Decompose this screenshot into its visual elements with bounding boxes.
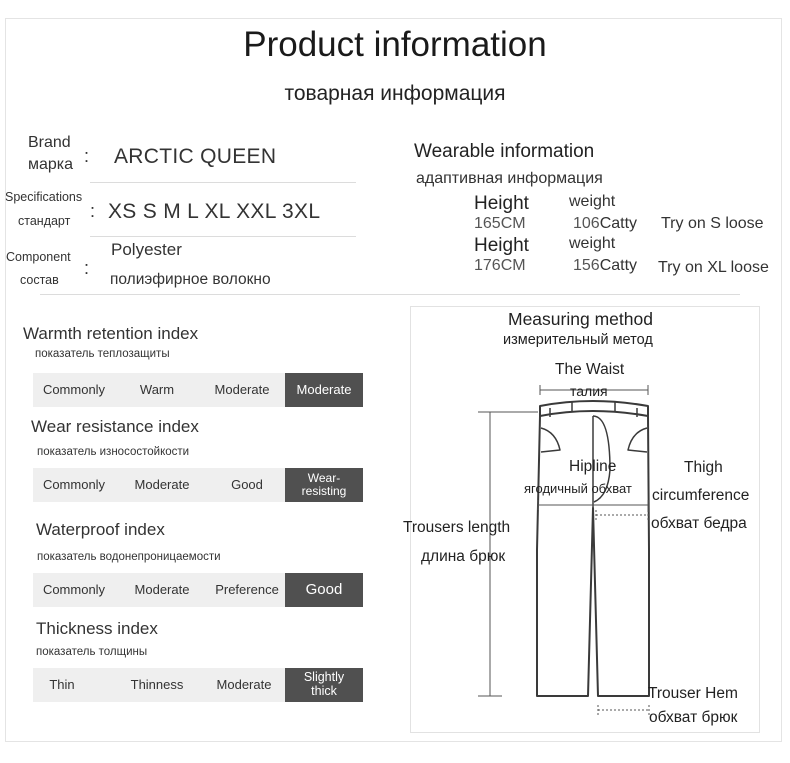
page-frame [5, 18, 782, 742]
scale-option: Thinness [130, 676, 184, 692]
index-title: Wear resistance index [31, 417, 199, 436]
scale-option: Good [231, 476, 263, 492]
index-title-ru: показатель теплозащиты [35, 348, 170, 360]
spec-value: XS S M L XL XXL 3XL [108, 200, 321, 223]
wearable-title-ru: адаптивная информация [416, 170, 603, 187]
index-title: Warmth retention index [23, 324, 199, 343]
comp-value-ru: полиэфирное волокно [110, 271, 271, 288]
warmth-scale: Commonly Warm Moderate Moderate [33, 373, 363, 407]
scale-option: Moderate [134, 581, 190, 597]
fit-note: Try on XL loose [658, 259, 769, 276]
measuring-title-ru: измерительный метод [503, 332, 653, 348]
trousers-diagram [478, 385, 650, 715]
length-label-ru: длина брюк [421, 548, 506, 565]
page-title: Product information [243, 25, 547, 64]
index-title-ru: показатель водонепроницаемости [37, 551, 221, 563]
brand-label-ru: марка [28, 156, 74, 173]
page-subtitle: товарная информация [284, 82, 506, 105]
comp-value: Polyester [111, 240, 182, 259]
comp-label: Component [6, 250, 71, 264]
index-title-ru: показатель толщины [36, 646, 148, 658]
thigh-label: Thigh [684, 459, 723, 476]
weight-label: weight [569, 193, 616, 210]
scale-option: Moderate [216, 676, 272, 692]
hipline-label-ru: ягодичный обхват [524, 481, 632, 496]
thickness-scale: Thin Thinness Moderate Slightly thick [33, 668, 363, 702]
scale-option-selected: Good [285, 573, 363, 607]
brand-label: Brand [28, 134, 71, 151]
scale-option: Moderate [214, 381, 270, 397]
scale-option: Commonly [42, 476, 106, 492]
spec-label: Specifications [5, 190, 83, 204]
hem-label-ru: обхват брюк [649, 709, 738, 726]
waterproof-scale: Commonly Moderate Preference Good [33, 573, 363, 607]
comp-label-ru: состав [20, 273, 59, 287]
scale-option: Commonly [42, 581, 106, 597]
section-divider [40, 294, 740, 295]
weight-value: 106Catty [573, 215, 638, 232]
spec-colon: : [90, 201, 96, 221]
scale-option: Warm [139, 381, 175, 397]
brand-value: ARCTIC QUEEN [114, 145, 277, 168]
height-label: Height [474, 193, 529, 214]
scale-option: Thin [49, 676, 75, 692]
fit-note: Try on S loose [661, 215, 764, 232]
weight-value: 156Catty [573, 257, 638, 274]
measuring-title: Measuring method [508, 309, 653, 329]
wearable-title: Wearable information [414, 141, 595, 162]
scale-option: Preference [215, 581, 279, 597]
comp-colon: : [84, 258, 90, 278]
hem-label: Trouser Hem [648, 685, 738, 702]
waist-label: The Waist [555, 361, 625, 378]
height-value: 165CM [474, 215, 526, 232]
index-title-ru: показатель износостойкости [37, 446, 190, 458]
hipline-label: Hipline [569, 458, 617, 475]
scale-option-selected: Slightly thick [285, 668, 363, 702]
height-value: 176CM [474, 257, 526, 274]
thigh-label-2: circumference [652, 487, 750, 504]
height-label: Height [474, 235, 529, 256]
index-title: Thickness index [36, 619, 158, 638]
scale-option-selected: Moderate [285, 373, 363, 407]
divider [90, 236, 356, 237]
weight-label: weight [569, 235, 616, 252]
scale-option-selected: Wear- resisting [285, 468, 363, 502]
measuring-panel [410, 306, 760, 733]
scale-option: Moderate [134, 476, 190, 492]
wear-scale: Commonly Moderate Good Wear- resisting [33, 468, 363, 502]
brand-colon: : [84, 146, 90, 166]
thigh-label-ru: обхват бедра [651, 515, 747, 532]
divider [90, 182, 356, 183]
waist-label-ru: талия [570, 383, 608, 399]
index-title: Waterproof index [36, 520, 165, 539]
length-label: Trousers length [403, 519, 511, 536]
scale-option: Commonly [42, 381, 106, 397]
spec-label-ru: стандарт [18, 214, 71, 228]
